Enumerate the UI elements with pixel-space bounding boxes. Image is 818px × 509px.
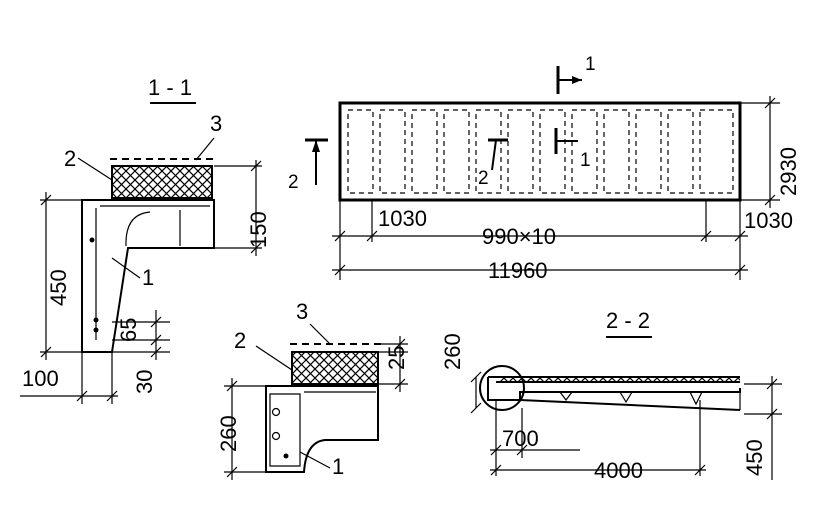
section-2-2-title: 2 - 2 — [606, 308, 650, 333]
dim-end-right-label: 1030 — [744, 208, 793, 233]
section-marker-2-left: 2 — [288, 138, 328, 193]
section-1-1: 1 - 1 2 3 1 450 150 65 30 — [20, 75, 271, 404]
dim-chain: 1030 990×10 1030 11960 — [332, 200, 793, 283]
plan-view: 1 2 2 1 2930 — [288, 54, 801, 283]
section-marker-2-label: 2 — [288, 172, 299, 193]
sl-label-2: 2 — [234, 328, 246, 353]
s11-dim-450: 450 — [46, 269, 71, 306]
inner-marker-1: 1 — [554, 128, 591, 171]
s22-dim-700: 700 — [502, 426, 539, 451]
insulation-layer — [111, 165, 213, 199]
section-lower: 3 2 1 260 25 — [216, 299, 409, 480]
dim-end-left-label: 1030 — [378, 206, 427, 231]
inner-marker-1-label: 1 — [580, 150, 591, 171]
s11-dim-150: 150 — [246, 211, 271, 248]
plan-outline — [338, 101, 742, 202]
dim-middle-label: 990×10 — [482, 224, 556, 249]
detail-circle — [479, 365, 525, 411]
s11-dim-30: 30 — [132, 370, 157, 394]
s11-label-2: 2 — [64, 146, 76, 171]
section-1-1-title: 1 - 1 — [148, 75, 192, 100]
sl-label-1: 1 — [332, 454, 344, 479]
s22-dim-260: 260 — [440, 333, 465, 370]
dim-total-label: 11960 — [488, 258, 548, 283]
s11-dim-100: 100 — [22, 366, 59, 391]
plan-cells — [347, 109, 734, 194]
dim-width-label: 2930 — [776, 147, 801, 196]
sl-label-3: 3 — [296, 299, 308, 324]
slab-2-2-top — [487, 377, 741, 401]
s22-dim-450: 450 — [742, 439, 767, 476]
s22-dim-4000: 4000 — [594, 458, 643, 483]
s11-label-1: 1 — [142, 265, 154, 290]
insulation-layer-lower — [291, 351, 379, 385]
s11-dim-65: 65 — [116, 318, 141, 342]
slab-2-2-bottom — [519, 399, 741, 411]
section-marker-1-label: 1 — [585, 54, 596, 75]
dim-width: 2930 — [740, 96, 801, 208]
inner-marker-2: 2 — [478, 138, 508, 189]
inner-marker-2-label: 2 — [478, 168, 489, 189]
slab-profile-lower — [265, 385, 379, 473]
section-2-2: 2 - 2 260 700 4000 450 — [440, 308, 782, 483]
sl-dim-260: 260 — [216, 415, 241, 452]
s11-label-3: 3 — [210, 111, 222, 136]
sl-dim-25: 25 — [384, 346, 409, 370]
section-marker-1-top: 1 — [556, 54, 596, 94]
